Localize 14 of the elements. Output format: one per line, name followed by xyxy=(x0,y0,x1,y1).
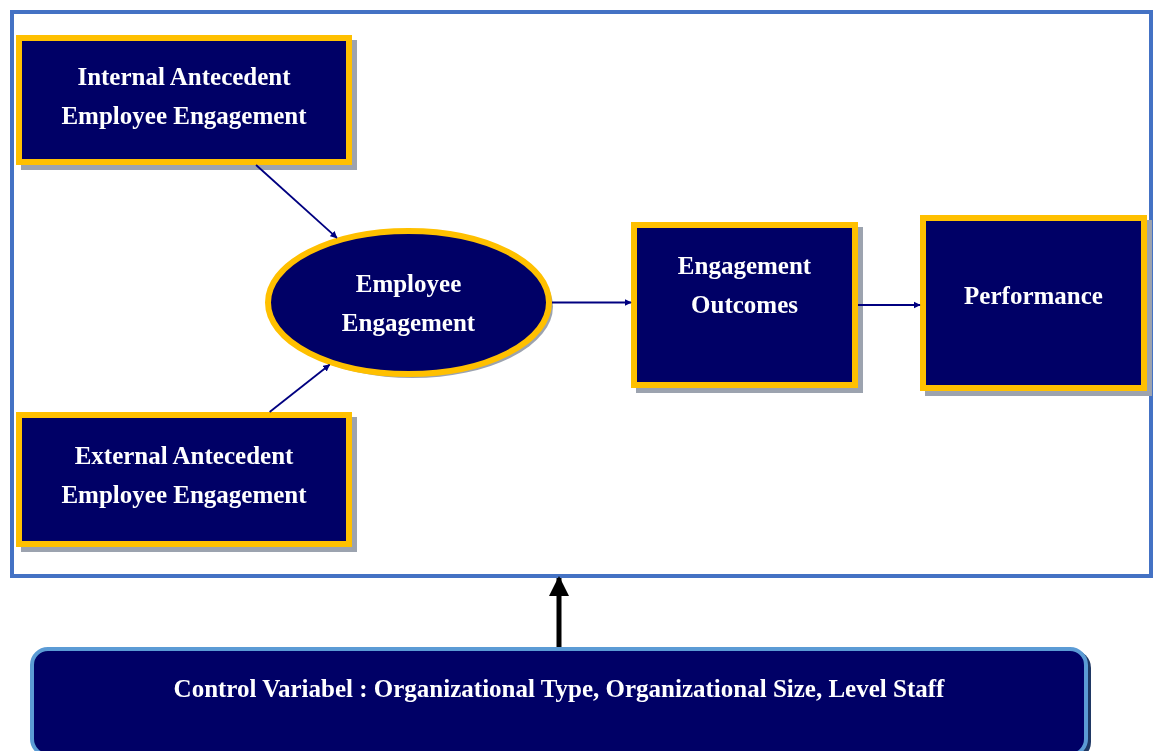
boundary-frame xyxy=(10,10,1153,578)
arrow xyxy=(551,298,632,307)
node-label: Internal Antecedent Employee Engagement xyxy=(60,62,308,131)
ellipse-node xyxy=(265,228,552,377)
arrow xyxy=(255,164,338,239)
control-variable-box xyxy=(30,647,1088,751)
node-label: Employee Engagement xyxy=(340,268,477,338)
node-label: Engagement Outcomes xyxy=(676,251,813,320)
arrow xyxy=(268,363,331,413)
node-label: Performance xyxy=(963,281,1104,311)
arrow xyxy=(857,301,921,309)
arrow xyxy=(549,576,569,647)
node-label: Control Variabel : Organizational Type, Organizational Size, Level Staff xyxy=(172,674,946,704)
node-label: External Antecedent Employee Engagement xyxy=(60,441,308,510)
